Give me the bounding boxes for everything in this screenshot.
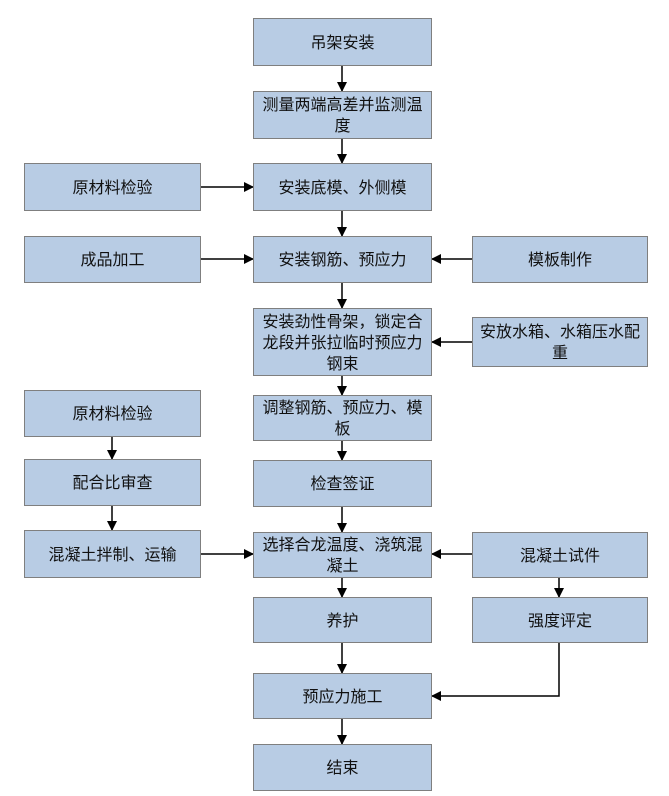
arrow-strength-n10 <box>431 643 560 701</box>
node-select-closure-temp-pour: 选择合龙温度、浇筑混凝土 <box>253 532 432 578</box>
node-install-skeleton-lock: 安装劲性骨架，锁定合龙段并张拉临时预应力钢束 <box>253 308 432 376</box>
node-measure-height-temp: 测量两端高差并监测温度 <box>253 91 432 139</box>
node-adjust-rebar-form: 调整钢筋、预应力、模板 <box>253 395 432 441</box>
node-end: 结束 <box>253 744 432 791</box>
node-concrete-specimen: 混凝土试件 <box>472 532 648 578</box>
node-concrete-mixing-transport: 混凝土拌制、运输 <box>24 530 201 578</box>
node-water-tank-ballast: 安放水箱、水箱压水配重 <box>472 317 648 367</box>
node-mix-ratio-review: 配合比审查 <box>24 459 201 506</box>
node-strength-evaluation: 强度评定 <box>472 597 648 643</box>
node-curing: 养护 <box>253 597 432 643</box>
node-hanger-install: 吊架安装 <box>253 18 432 66</box>
node-install-rebar-prestress: 安装钢筋、预应力 <box>253 236 432 283</box>
node-raw-material-check-1: 原材料检验 <box>24 163 201 211</box>
node-prestress-construction: 预应力施工 <box>253 673 432 719</box>
node-finished-processing: 成品加工 <box>24 236 201 283</box>
node-formwork-making: 模板制作 <box>472 236 648 283</box>
node-raw-material-check-2: 原材料检验 <box>24 390 201 437</box>
node-inspection-signoff: 检查签证 <box>253 460 432 507</box>
node-install-bottom-form: 安装底模、外侧模 <box>253 163 432 211</box>
